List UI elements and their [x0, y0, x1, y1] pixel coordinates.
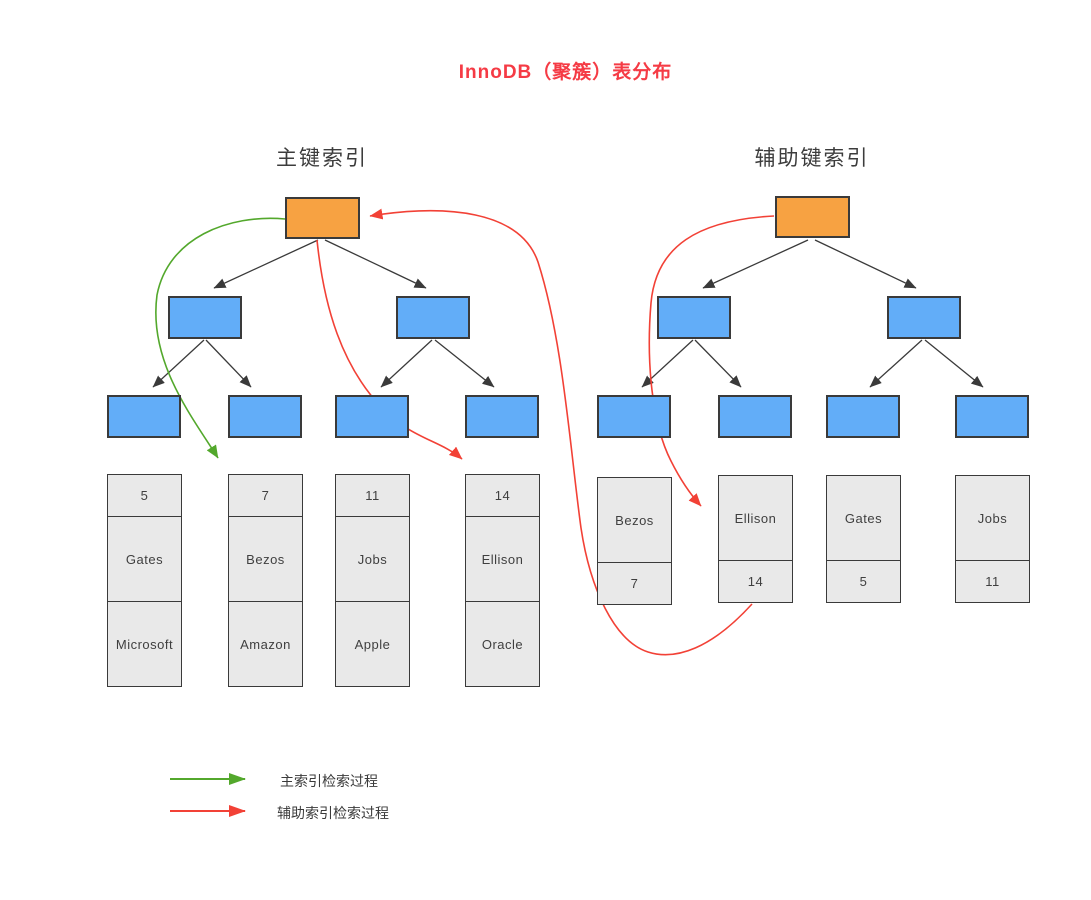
secondary-record-table: Jobs 11 [955, 475, 1030, 603]
primary-leaf-node [335, 395, 409, 438]
record-company: Microsoft [115, 636, 174, 652]
secondary-internal-node [657, 296, 731, 339]
record-name: Ellison [719, 476, 792, 561]
primary-record-table: 14 Ellison Oracle [465, 474, 540, 687]
primary-leaf-node [228, 395, 302, 438]
record-key: 5 [859, 574, 868, 589]
primary-root-node [285, 197, 360, 239]
secondary-leaf-node [826, 395, 900, 438]
primary-leaf-node [465, 395, 539, 438]
diagram-title: InnoDB（聚簇）表分布 [458, 62, 673, 83]
record-key: 5 [108, 475, 181, 517]
record-key: 7 [229, 475, 302, 517]
record-name: Ellison [466, 517, 539, 602]
primary-record-table: 11 Jobs Apple [335, 474, 410, 687]
primary-record-table: 7 Bezos Amazon [228, 474, 303, 687]
secondary-record-table: Ellison 14 [718, 475, 793, 603]
record-name: Jobs [956, 476, 1029, 561]
primary-leaf-node [107, 395, 181, 438]
record-key: 11 [336, 475, 409, 517]
secondary-root-to-ellison-arrow [648, 215, 775, 507]
record-name: Gates [108, 517, 181, 602]
secondary-record-table: Gates 5 [826, 475, 901, 603]
primary-internal-node [396, 296, 470, 339]
secondary-leaf-node [718, 395, 792, 438]
record-company: Amazon [240, 636, 291, 652]
secondary-internal-node [887, 296, 961, 339]
primary-record-table: 5 Gates Microsoft [107, 474, 182, 687]
primary-index-header: 主键索引 [276, 147, 368, 170]
legend-secondary-label: 辅助索引检索过程 [277, 805, 389, 821]
record-key: 14 [466, 475, 539, 517]
record-key: 14 [747, 574, 764, 589]
secondary-index-header: 辅助键索引 [754, 147, 870, 170]
record-name: Bezos [598, 478, 671, 563]
primary-internal-node [168, 296, 242, 339]
record-company: Apple [354, 636, 391, 652]
secondary-leaf-node [955, 395, 1029, 438]
secondary-record-table: Bezos 7 [597, 477, 672, 605]
record-key: 7 [630, 576, 639, 591]
record-key: 11 [985, 574, 1000, 589]
ellison-to-primary-root-arrow [369, 208, 753, 656]
record-name: Bezos [229, 517, 302, 602]
legend-primary-label: 主索引检索过程 [280, 773, 378, 789]
record-company: Oracle [481, 636, 524, 652]
secondary-leaf-node [597, 395, 671, 438]
secondary-root-node [775, 196, 850, 238]
record-name: Jobs [336, 517, 409, 602]
record-name: Gates [827, 476, 900, 561]
